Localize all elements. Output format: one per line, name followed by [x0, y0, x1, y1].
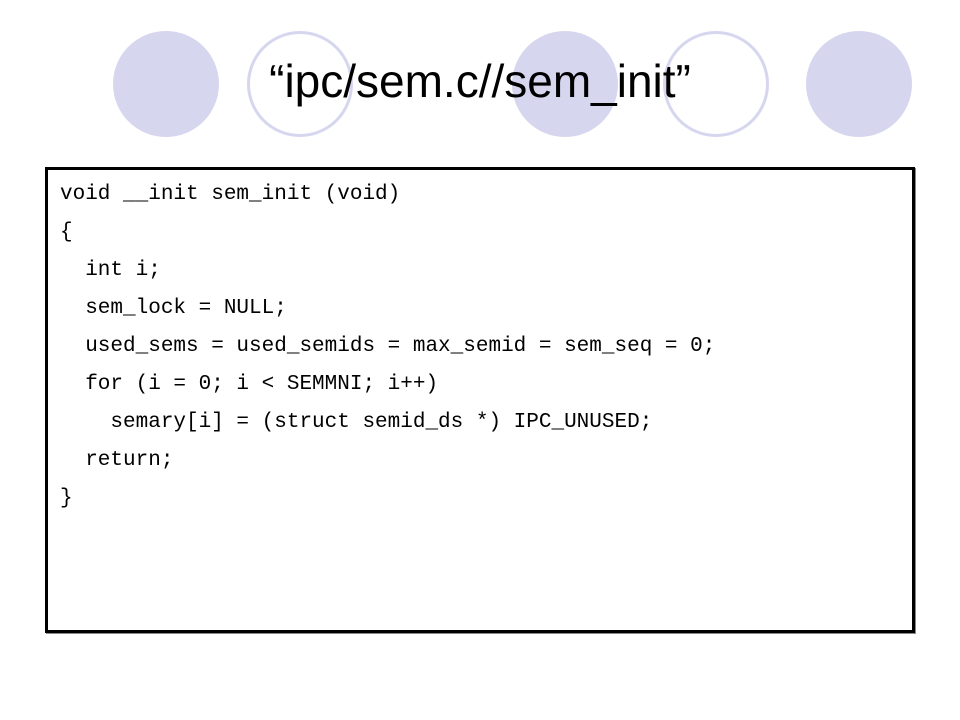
code-listing: void __init sem_init (void) { int i; sem… — [60, 176, 715, 518]
code-line: } — [60, 487, 73, 510]
decorative-circle-filled — [512, 31, 618, 137]
code-line: int i; — [60, 259, 161, 282]
code-line: sem_lock = NULL; — [60, 297, 287, 320]
code-line: used_sems = used_semids = max_semid = se… — [60, 335, 716, 358]
decorative-circle-outline — [663, 31, 769, 137]
code-box: void __init sem_init (void) { int i; sem… — [45, 167, 915, 633]
code-line: void __init sem_init (void) — [60, 183, 401, 206]
code-line: for (i = 0; i < SEMMNI; i++) — [60, 373, 439, 396]
decorative-circle-filled — [806, 31, 912, 137]
decorative-circle-outline — [247, 31, 353, 137]
decorative-circle-filled — [113, 31, 219, 137]
code-line: { — [60, 221, 73, 244]
slide-title: “ipc/sem.c//sem_init” — [269, 55, 691, 107]
code-line: semary[i] = (struct semid_ds *) IPC_UNUS… — [60, 411, 653, 434]
code-line: return; — [60, 449, 174, 472]
